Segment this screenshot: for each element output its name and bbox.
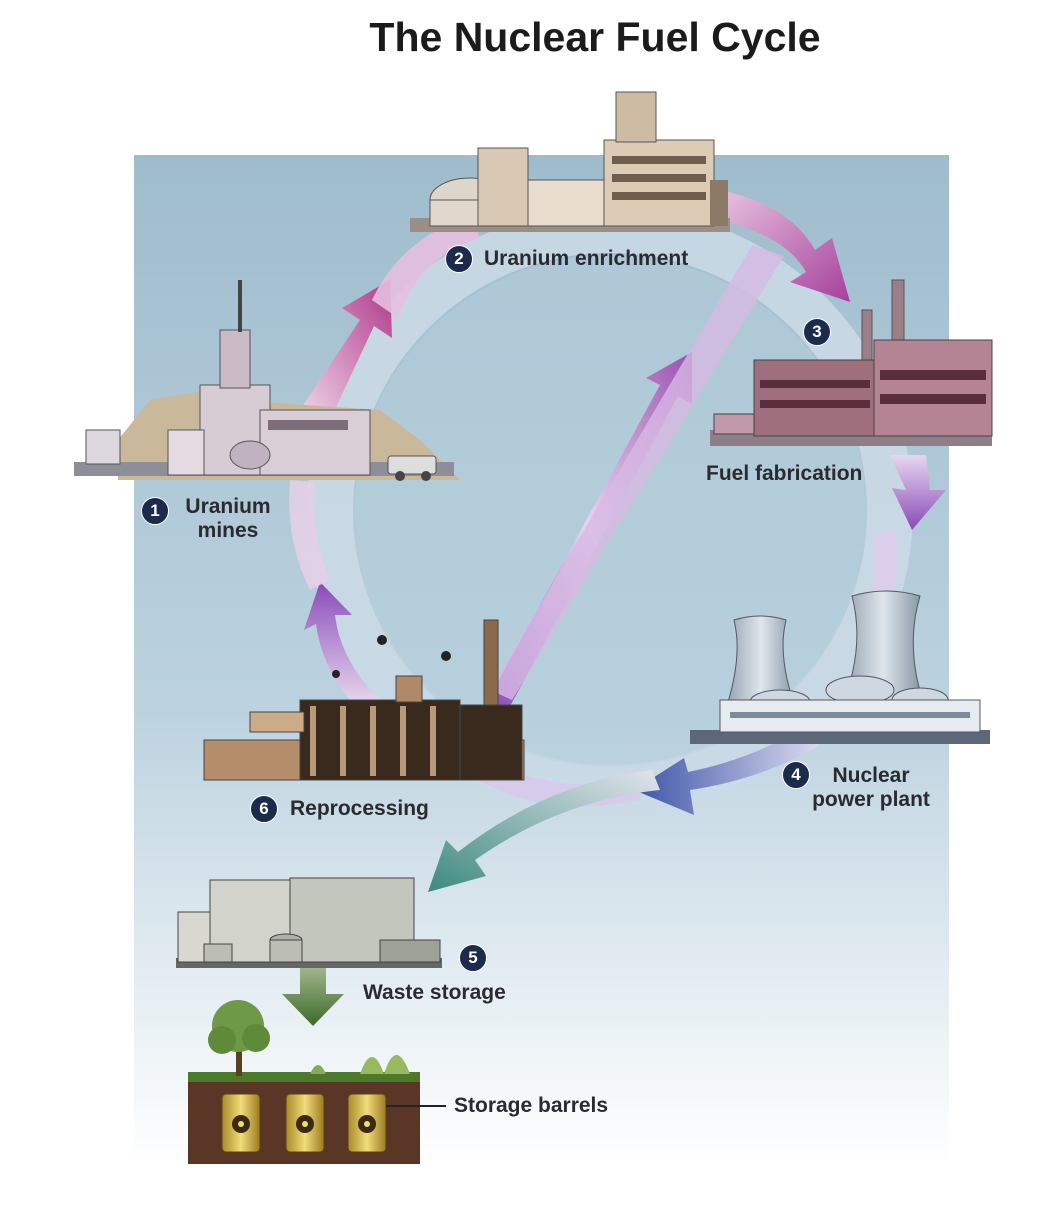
- arrow-diagonal-lower: [490, 245, 784, 700]
- arrow-fabrication-to-plant: [890, 455, 946, 530]
- stage-1-label: Uranium mines: [168, 495, 288, 543]
- stage-1-badge: 1: [141, 497, 169, 525]
- cooling-tower-plant-icon: [690, 590, 990, 744]
- enrichment-plant-icon: [410, 91, 730, 232]
- arrow-mines-to-enrichment: [300, 280, 392, 420]
- tree-icon: [208, 1000, 410, 1076]
- stage-3-badge: 3: [803, 318, 831, 346]
- storage-barrels-label: Storage barrels: [454, 1094, 609, 1117]
- fabrication-plant-icon: [710, 279, 993, 446]
- arrow-enrichment-upper-band: [372, 215, 480, 318]
- stage-5-badge: 5: [459, 944, 487, 972]
- arrow-reprocessing-to-mines: [304, 582, 380, 714]
- radiation-barrel-icon: [221, 1093, 387, 1153]
- stage-1-label-line-1: Uranium: [185, 495, 271, 518]
- stage-4-badge: 4: [782, 761, 810, 789]
- arrow-to-waste-storage: [428, 770, 660, 892]
- down-arrow-icon: [282, 968, 344, 1026]
- stage-6-badge: 6: [250, 795, 278, 823]
- stage-2-badge: 2: [445, 245, 473, 273]
- stage-5-label: Waste storage: [363, 981, 506, 1004]
- arrow-enrichment-to-fabrication: [720, 190, 850, 302]
- diagram-title: The Nuclear Fuel Cycle: [369, 14, 821, 60]
- mine-building-icon: [74, 280, 460, 481]
- reprocessing-plant-icon: [203, 619, 525, 781]
- waste-storage-building-icon: [176, 877, 442, 968]
- stage-1-label-line-2: mines: [197, 519, 259, 542]
- stage-4-label: Nuclear power plant: [800, 764, 942, 812]
- arrow-left-band: [289, 480, 330, 590]
- stage-6-label: Reprocessing: [290, 797, 429, 820]
- stage-2-label: Uranium enrichment: [484, 247, 689, 270]
- arrow-plant-to-reprocessing: [634, 730, 820, 815]
- stage-4-label-line-2: power plant: [812, 788, 930, 811]
- stage-3-label: Fuel fabrication: [706, 462, 863, 485]
- stage-4-label-line-1: Nuclear: [832, 764, 910, 787]
